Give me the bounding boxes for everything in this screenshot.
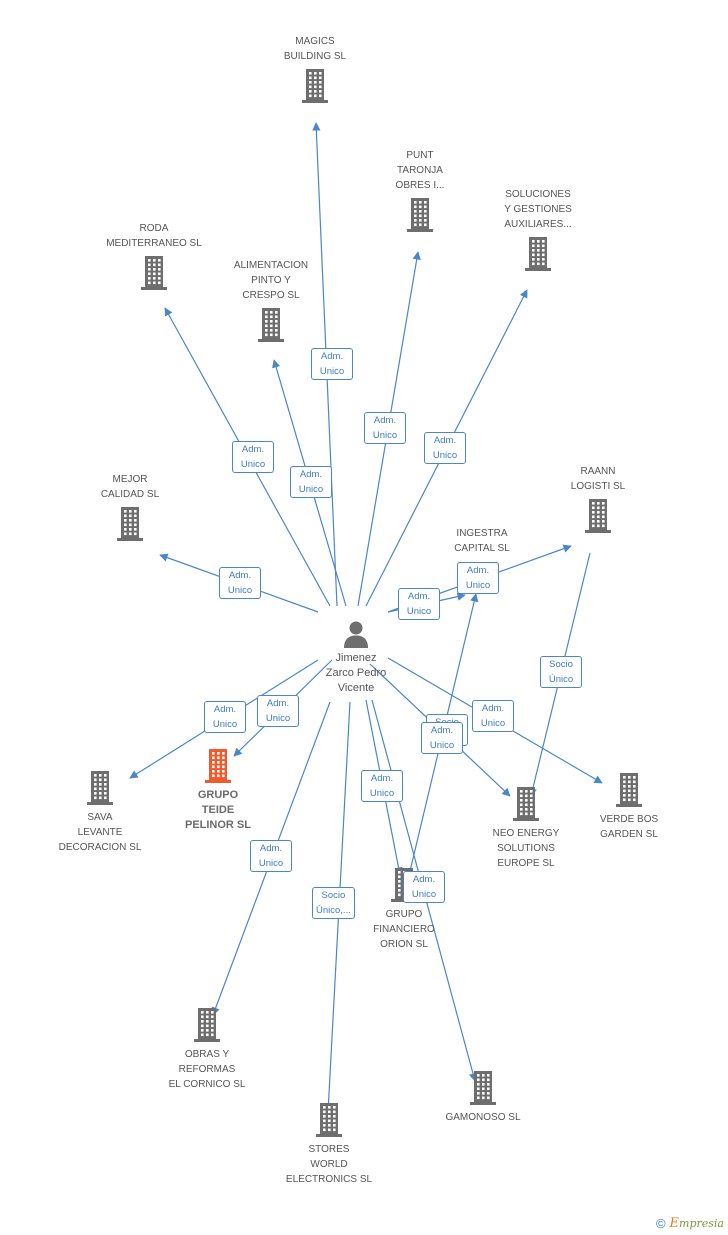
building-icon xyxy=(316,1103,342,1137)
relation-badge-center-raann[interactable]: Adm. Unico xyxy=(398,588,440,620)
company-name: SAVA LEVANTE DECORACION SL xyxy=(58,812,142,853)
company-name: SOLUCIONES Y GESTIONES AUXILIARES... xyxy=(504,189,572,230)
relation-badge-center-ingestra[interactable]: Adm. Unico xyxy=(457,562,499,594)
building-icon xyxy=(258,308,284,342)
building-icon xyxy=(585,499,611,533)
company-node-gamonoso[interactable]: GAMONOSO SL xyxy=(423,1070,543,1125)
company-node-roda[interactable]: RODA MEDITERRANEO SL xyxy=(94,221,214,291)
company-node-sava[interactable]: SAVA LEVANTE DECORACION SL xyxy=(40,770,160,855)
building-icon xyxy=(205,749,231,783)
relation-badge-center-punt[interactable]: Adm. Unico xyxy=(364,412,406,444)
brand-logo-text: mpresia xyxy=(679,1217,724,1230)
company-node-verde[interactable]: VERDE BOS GARDEN SL xyxy=(569,772,689,842)
company-name: GRUPO FINANCIERO ORION SL xyxy=(373,909,435,950)
building-icon xyxy=(302,69,328,103)
relation-badge-center-grupo-teide[interactable]: Adm. Unico xyxy=(257,695,299,727)
company-name: INGESTRA CAPITAL SL xyxy=(454,528,510,554)
company-name: GRUPO TEIDE PELINOR SL xyxy=(184,789,251,831)
building-icon xyxy=(470,1071,496,1105)
footer-brand: © E mpresia xyxy=(656,1216,724,1231)
company-node-soluciones[interactable]: SOLUCIONES Y GESTIONES AUXILIARES... xyxy=(478,187,598,272)
company-name: RODA MEDITERRANEO SL xyxy=(106,223,202,249)
building-icon xyxy=(513,787,539,821)
company-name: NEO ENERGY SOLUTIONS EUROPE SL xyxy=(492,828,560,869)
company-name: OBRAS Y REFORMAS EL CORNICO SL xyxy=(168,1049,246,1090)
company-name: GAMONOSO SL xyxy=(445,1112,521,1123)
company-name: PUNT TARONJA OBRES I... xyxy=(395,150,445,191)
relation-badge-center-alimentacion[interactable]: Adm. Unico xyxy=(290,466,332,498)
relation-badge-center-stores[interactable]: Socio Único,... xyxy=(312,887,355,919)
person-name: Jimenez Zarco Pedro Vicente xyxy=(325,652,387,694)
copyright-icon: © xyxy=(655,1216,666,1231)
company-node-obras[interactable]: OBRAS Y REFORMAS EL CORNICO SL xyxy=(147,1007,267,1092)
company-node-magics[interactable]: MAGICS BUILDING SL xyxy=(255,34,375,104)
relation-badge-center-obras[interactable]: Adm. Unico xyxy=(250,840,292,872)
relation-badge-center-verde[interactable]: Adm. Unico xyxy=(472,700,514,732)
building-icon xyxy=(194,1008,220,1042)
company-name: STORES WORLD ELECTRONICS SL xyxy=(285,1144,373,1185)
person-icon xyxy=(344,621,368,648)
company-node-raann[interactable]: RAANN LOGISTI SL xyxy=(538,464,658,534)
building-icon xyxy=(525,237,551,271)
company-node-neo[interactable]: NEO ENERGY SOLUTIONS EUROPE SL xyxy=(466,786,586,871)
company-node-mejor[interactable]: MEJOR CALIDAD SL xyxy=(70,472,190,542)
building-icon xyxy=(407,198,433,232)
company-name: VERDE BOS GARDEN SL xyxy=(599,814,659,840)
relation-badge-center-soluciones[interactable]: Adm. Unico xyxy=(424,432,466,464)
relation-badge-center-magics[interactable]: Adm. Unico xyxy=(311,348,353,380)
company-name: RAANN LOGISTI SL xyxy=(570,466,626,492)
company-node-punt[interactable]: PUNT TARONJA OBRES I... xyxy=(360,148,480,233)
relation-badge-center-gamonoso[interactable]: Adm. Unico xyxy=(403,871,445,903)
company-name: MEJOR CALIDAD SL xyxy=(100,474,160,500)
relation-badge-center-roda[interactable]: Adm. Unico xyxy=(232,441,274,473)
brand-logo-initial: E xyxy=(669,1216,680,1231)
building-icon xyxy=(87,771,113,805)
relation-badge-center-sava[interactable]: Adm. Unico xyxy=(204,701,246,733)
person-node[interactable]: Jimenez Zarco Pedro Vicente xyxy=(296,619,416,696)
relation-badge-center-mejor[interactable]: Adm. Unico xyxy=(219,567,261,599)
relation-badge-center-financiero[interactable]: Adm. Unico xyxy=(361,770,403,802)
building-icon xyxy=(616,773,642,807)
company-node-grupo-teide[interactable]: GRUPO TEIDE PELINOR SL xyxy=(158,748,278,833)
company-name: MAGICS BUILDING SL xyxy=(283,36,347,62)
company-node-stores[interactable]: STORES WORLD ELECTRONICS SL xyxy=(269,1102,389,1187)
building-icon xyxy=(141,256,167,290)
building-icon xyxy=(117,507,143,541)
relation-badge-financiero-ingestra[interactable]: Adm. Unico xyxy=(421,722,463,754)
company-node-alimentacion[interactable]: ALIMENTACION PINTO Y CRESPO SL xyxy=(211,258,331,343)
relation-badge-raann-neo[interactable]: Socio Único xyxy=(540,656,582,688)
company-name: ALIMENTACION PINTO Y CRESPO SL xyxy=(233,260,309,301)
